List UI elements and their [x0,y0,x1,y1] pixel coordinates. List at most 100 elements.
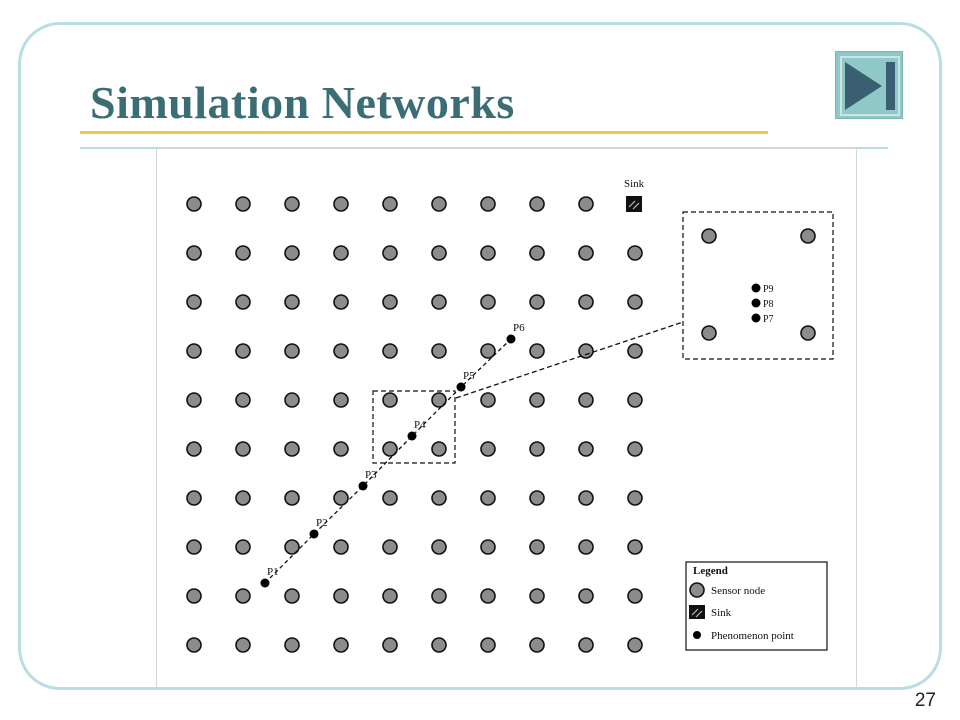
sensor-node [284,343,300,359]
sensor-node [235,490,251,506]
sensor-node [333,196,349,212]
sensor-node [480,343,496,359]
legend-item-sensor: Sensor node [711,585,765,597]
sensor-node [627,539,643,555]
sensor-node [235,539,251,555]
sensor-node [529,441,545,457]
legend-phenomenon-symbol [693,631,701,639]
sensor-node [382,343,398,359]
sensor-node [186,245,202,261]
sensor-node [382,245,398,261]
sensor-node [186,392,202,408]
sensor-node [382,392,398,408]
slide-title: Simulation Networks [90,77,515,128]
sensor-node [701,325,717,341]
sensor-node [333,490,349,506]
sensor-node [284,539,300,555]
sensor-node [186,343,202,359]
sensor-node [529,539,545,555]
sensor-node [431,490,447,506]
sensor-node [529,294,545,310]
sensor-node [382,294,398,310]
sensor-node [480,441,496,457]
sensor-node [186,637,202,653]
sensor-node [480,637,496,653]
sensor-node [431,392,447,408]
legend: Legend Sensor node Sink Phenomenon point [685,561,828,651]
sensor-node [529,343,545,359]
sensor-node [480,490,496,506]
legend-sink-symbol [689,605,705,619]
sensor-node [529,588,545,604]
sensor-node [382,196,398,212]
sensor-node [627,588,643,604]
sensor-node [333,294,349,310]
sensor-node [480,392,496,408]
sensor-node [431,441,447,457]
zoom-phenomenon-point [751,298,761,308]
sensor-node [284,196,300,212]
sensor-node [431,539,447,555]
sensor-node [627,392,643,408]
sensor-node [284,245,300,261]
sensor-node [627,245,643,261]
skip-to-end-icon [840,56,900,116]
sensor-node [529,245,545,261]
sensor-node [186,294,202,310]
slide-frame [18,22,942,690]
sensor-node [529,392,545,408]
sensor-grid [186,196,643,653]
sensor-node [627,637,643,653]
sensor-node [235,392,251,408]
sensor-node [284,490,300,506]
sensor-node [529,196,545,212]
phenomenon-point-label: P3 [365,469,377,481]
sensor-node [284,637,300,653]
phenomenon-point [407,431,417,441]
phenomenon-point-label: P5 [463,370,475,382]
sensor-node [578,343,594,359]
zoom-point-label: P9 [763,284,774,295]
legend-title: Legend [693,565,728,577]
sensor-node [480,539,496,555]
zoom-point-label: P7 [763,314,774,325]
phenomenon-point [260,578,270,588]
legend-item-phenomenon: Phenomenon point [711,630,794,642]
sink-node: Sink [624,178,645,212]
sensor-node [333,245,349,261]
sensor-node [333,637,349,653]
phenomenon-point [358,481,368,491]
sensor-node [529,637,545,653]
sensor-node [627,441,643,457]
sensor-node [235,294,251,310]
phenomenon-point [456,382,466,392]
phenomenon-trajectory [264,338,512,584]
sensor-node [480,294,496,310]
phenomenon-point [506,334,516,344]
sensor-node [431,294,447,310]
phenomenon-point-label: P6 [513,322,525,334]
sensor-node [284,588,300,604]
skip-to-end-button[interactable] [835,51,903,119]
sensor-node [235,441,251,457]
sensor-node [431,343,447,359]
sensor-node [578,196,594,212]
sink-label: Sink [624,178,645,190]
sensor-node [431,245,447,261]
sensor-node [186,441,202,457]
sensor-node [235,588,251,604]
sensor-node [578,294,594,310]
sensor-node [382,441,398,457]
sensor-node [284,294,300,310]
sensor-node [578,392,594,408]
sensor-node [431,588,447,604]
phenomenon-point-label: P4 [414,419,426,431]
sensor-node [800,325,816,341]
sensor-node [480,196,496,212]
sensor-node [333,441,349,457]
phenomenon-point-label: P1 [267,566,279,578]
sensor-node [235,343,251,359]
